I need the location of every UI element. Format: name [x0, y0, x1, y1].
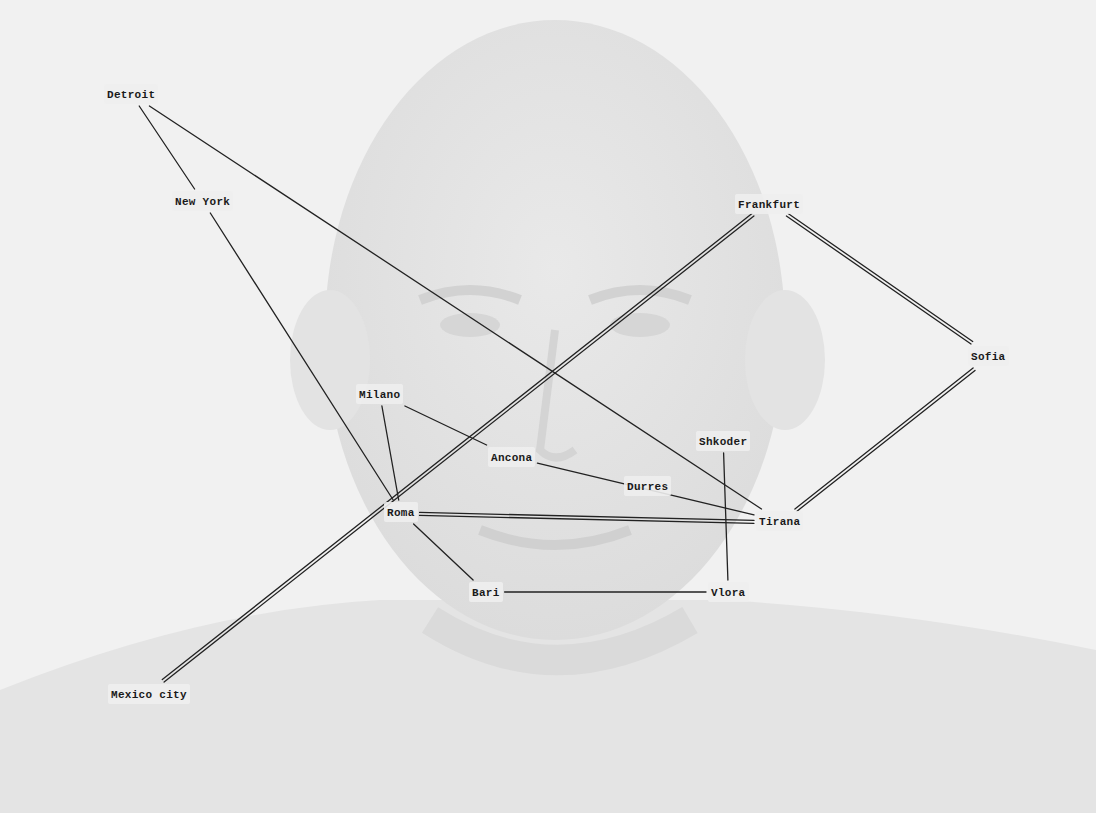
route-line	[210, 213, 393, 500]
route-line	[505, 591, 706, 592]
route-line	[382, 406, 399, 500]
city-label: New York	[172, 191, 233, 211]
route-line	[786, 216, 971, 344]
city-label: Roma	[384, 502, 418, 522]
city-label: Bari	[469, 582, 503, 602]
route-line	[788, 214, 973, 342]
city-name: Shkoder	[699, 436, 747, 448]
city-name: Tirana	[759, 516, 800, 528]
route-line	[420, 515, 754, 523]
city-name: Vlora	[711, 587, 746, 599]
route-line	[162, 214, 752, 680]
city-label: Sofia	[968, 346, 1009, 366]
route-line	[164, 216, 754, 682]
city-label: Frankfurt	[735, 194, 803, 214]
route-line	[139, 106, 194, 189]
route-line	[537, 463, 754, 515]
city-name: Detroit	[107, 89, 155, 101]
city-name: Milano	[359, 389, 400, 401]
city-label: Detroit	[104, 84, 158, 104]
city-label: Mexico city	[108, 684, 190, 704]
city-name: Mexico city	[111, 689, 187, 701]
city-label: Tirana	[756, 511, 803, 531]
city-name: Frankfurt	[738, 199, 800, 211]
city-label: Shkoder	[696, 431, 750, 451]
city-label: Milano	[356, 384, 403, 404]
route-line	[724, 453, 728, 580]
city-name: Roma	[387, 507, 415, 519]
route-line	[414, 524, 474, 580]
route-line	[405, 406, 487, 445]
city-name: New York	[175, 196, 230, 208]
city-name: Sofia	[971, 351, 1006, 363]
route-line	[795, 368, 973, 509]
city-name: Durres	[627, 481, 668, 493]
route-line	[797, 370, 975, 511]
city-label: Vlora	[708, 582, 749, 602]
city-label: Ancona	[488, 447, 535, 467]
city-label: Durres	[624, 476, 671, 496]
city-name: Ancona	[491, 452, 532, 464]
city-name: Bari	[472, 587, 500, 599]
